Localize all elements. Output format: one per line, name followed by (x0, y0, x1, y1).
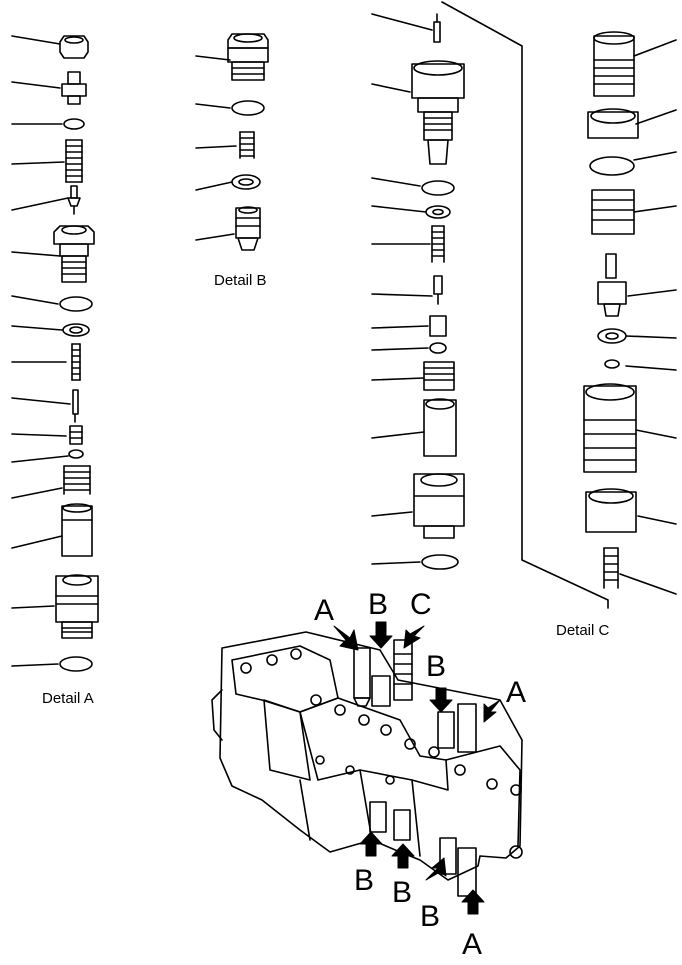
detail-c-label: Detail C (556, 622, 610, 639)
callout-top-b: B (368, 588, 389, 621)
callout-bottom-b3: B (420, 900, 441, 933)
detail-b-parts (195, 33, 269, 251)
control-valve-body (211, 631, 523, 897)
callout-top-c: C (410, 588, 432, 621)
callout-top-a: A (314, 594, 335, 627)
detail-a-parts (11, 35, 99, 672)
callout-right-b: B (426, 650, 447, 683)
callout-arrows (333, 621, 501, 915)
callout-bottom-a: A (462, 928, 483, 961)
detail-c-parts (441, 1, 677, 609)
detail-b-label: Detail B (214, 272, 267, 289)
detail-middle-parts (371, 13, 465, 570)
detail-a-label: Detail A (42, 690, 94, 707)
callout-bottom-b1: B (354, 864, 375, 897)
callout-right-a: A (506, 676, 527, 709)
callout-bottom-b2: B (392, 876, 413, 909)
